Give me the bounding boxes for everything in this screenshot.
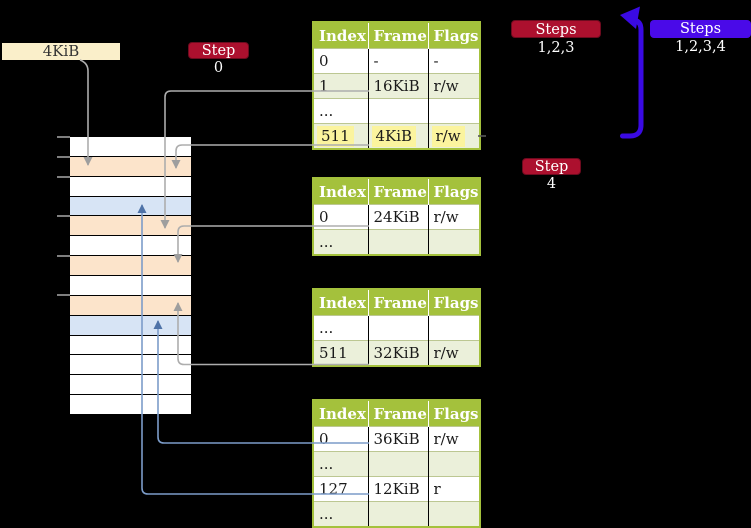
table-row-index-ellipsis: ... <box>313 501 480 527</box>
column-header-index: Index <box>313 289 368 316</box>
frame-size-label: 4KiB <box>2 43 120 60</box>
cell-index: 0 <box>313 48 368 74</box>
column-header-index: Index <box>313 22 368 49</box>
cell-flags: r/w <box>427 204 480 230</box>
column-header-flags: Flags <box>427 22 480 49</box>
address-tick <box>57 294 70 296</box>
cell-frame <box>367 501 428 527</box>
cell-index: ... <box>313 229 368 255</box>
address-tick <box>57 156 70 158</box>
recursive-loop-arrow <box>620 17 644 139</box>
table-row-index-511: 511 4KiB r/w <box>313 123 480 149</box>
address-tick <box>57 136 70 138</box>
memory-row-free <box>70 355 191 375</box>
table-row-index-ellipsis: ... <box>313 229 480 255</box>
cell-frame: 32KiB <box>367 340 428 366</box>
memory-row-page-table <box>70 295 191 315</box>
cell-index: 0 <box>313 204 368 230</box>
cell-flags: r/w <box>427 123 480 149</box>
column-header-flags: Flags <box>427 400 480 427</box>
cell-frame: 36KiB <box>367 426 428 452</box>
cell-index: 511 <box>313 340 368 366</box>
memory-row-page-table <box>70 156 191 176</box>
memory-row-free <box>70 137 191 156</box>
cell-frame: 4KiB <box>367 123 428 149</box>
table-row-index-ellipsis: ... <box>313 98 480 124</box>
cell-index: ... <box>313 315 368 341</box>
cell-index: 1 <box>313 73 368 99</box>
cell-index: 0 <box>313 426 368 452</box>
column-header-frame: Frame <box>367 22 428 49</box>
column-header-index: Index <box>313 178 368 205</box>
table-row-index-ellipsis: ... <box>313 315 480 341</box>
cell-frame: 12KiB <box>367 476 428 502</box>
cell-flags <box>427 98 480 124</box>
memory-row-free <box>70 236 191 256</box>
step-4-badge: Step 4 <box>522 158 581 192</box>
cell-flags: r <box>427 476 480 502</box>
column-header-frame: Frame <box>367 178 428 205</box>
cell-flags: r/w <box>427 426 480 452</box>
memory-column <box>70 137 191 414</box>
cell-index: 127 <box>313 476 368 502</box>
cell-flags: r/w <box>427 340 480 366</box>
table-row-index-ellipsis: ... <box>313 451 480 477</box>
column-header-frame: Frame <box>367 289 428 316</box>
cell-frame: - <box>367 48 428 74</box>
cell-index: ... <box>313 451 368 477</box>
cell-flags: r/w <box>427 73 480 99</box>
cell-frame <box>367 451 428 477</box>
memory-row-free <box>70 176 191 196</box>
address-tick <box>57 255 70 257</box>
cell-frame <box>367 315 428 341</box>
memory-row-free <box>70 276 191 295</box>
memory-row-free <box>70 335 191 355</box>
cell-frame: 16KiB <box>367 73 428 99</box>
column-header-index: Index <box>313 400 368 427</box>
cell-index: ... <box>313 98 368 124</box>
highlighted-value: r/w <box>431 126 465 147</box>
memory-row-mapped-page <box>70 315 191 335</box>
cell-frame <box>367 98 428 124</box>
memory-row-page-table <box>70 256 191 275</box>
cell-index: ... <box>313 501 368 527</box>
highlighted-value: 511 <box>317 126 354 147</box>
memory-row-free <box>70 375 191 395</box>
steps-1234-badge: Steps 1,2,3,4 <box>650 20 751 55</box>
highlighted-value: 4KiB <box>371 126 417 147</box>
column-header-frame: Frame <box>367 400 428 427</box>
steps-123-badge: Steps 1,2,3 <box>511 20 601 56</box>
table-row-index-0: 0-- <box>313 48 480 74</box>
cell-frame <box>367 229 428 255</box>
memory-row-page-table <box>70 216 191 236</box>
address-tick <box>57 176 70 178</box>
recursive-loop-arrowhead <box>620 6 640 29</box>
step-0-badge: Step 0 <box>188 42 249 76</box>
cell-index: 511 <box>313 123 368 149</box>
cell-flags: - <box>427 48 480 74</box>
memory-row-mapped-page <box>70 196 191 216</box>
cell-flags <box>427 229 480 255</box>
memory-row-free <box>70 395 191 414</box>
cell-flags <box>427 501 480 527</box>
cell-flags <box>427 451 480 477</box>
cell-frame: 24KiB <box>367 204 428 230</box>
address-tick <box>57 215 70 217</box>
column-header-flags: Flags <box>427 178 480 205</box>
cell-flags <box>427 315 480 341</box>
column-header-flags: Flags <box>427 289 480 316</box>
